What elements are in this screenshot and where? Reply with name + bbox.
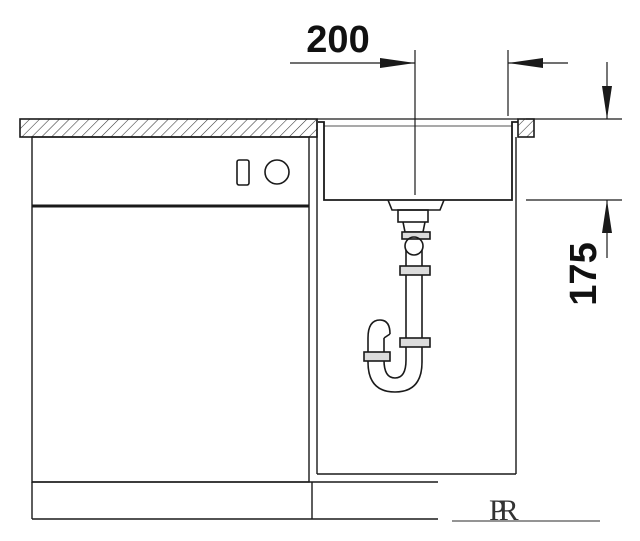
drain-trap [363,199,445,393]
pr-logo-icon: PR [452,494,600,527]
control-button-icon [236,159,250,186]
width-dimension-label: 200 [306,19,369,61]
logo-text: PR [489,494,519,527]
height-dimension [526,62,622,258]
control-knob-icon [264,159,290,185]
plinth [31,481,438,520]
dishwasher [31,136,310,483]
cabinet [316,119,517,475]
width-dimension [290,50,568,195]
countertop [19,118,535,138]
height-dimension-label: 175 [563,242,605,305]
sink-bowl [318,121,518,201]
